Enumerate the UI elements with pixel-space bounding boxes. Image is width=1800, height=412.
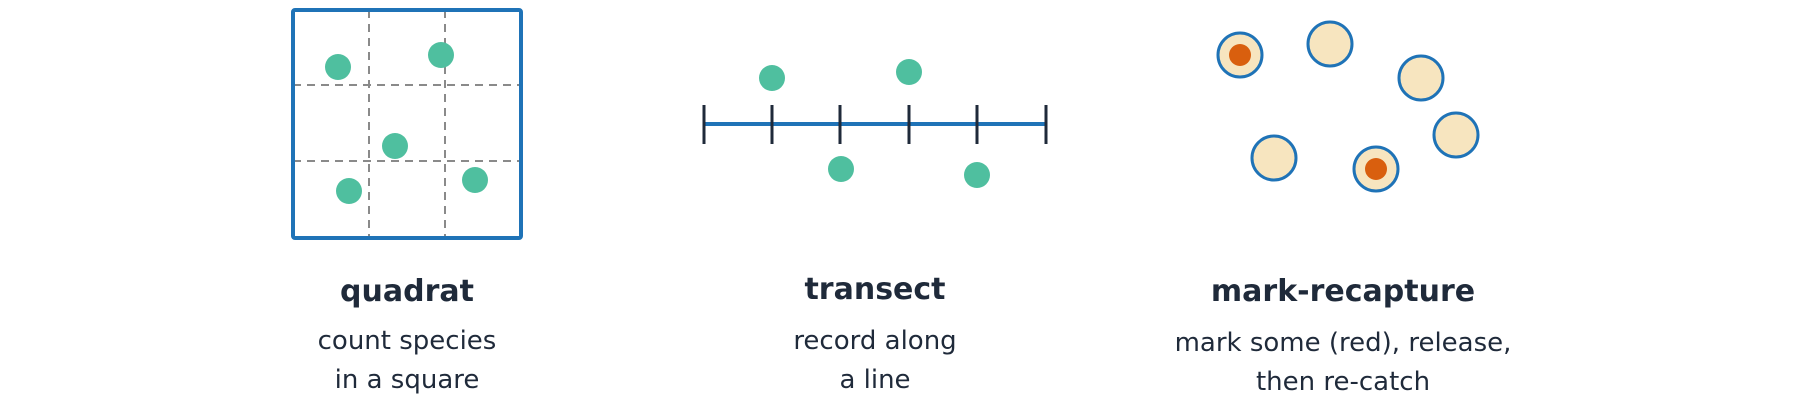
mark-recapture-panel: mark-recapture mark some (red), release,… [1175, 20, 1512, 397]
transect-caption-line: record along [793, 326, 956, 356]
individual-unmarked [1397, 54, 1445, 102]
quadrat-organism [382, 133, 408, 159]
quadrat-organism [462, 167, 488, 193]
transect-panel: transect record along a line [702, 59, 1048, 395]
transect-organism [759, 65, 785, 91]
mark-dot [1229, 44, 1251, 66]
quadrat-caption-line: in a square [335, 365, 480, 395]
individual-unmarked [1250, 134, 1298, 182]
quadrat-organism [325, 54, 351, 80]
quadrat-grid-icon [291, 8, 523, 240]
transect-organism [964, 162, 990, 188]
quadrat-panel: quadrat count species in a square [291, 8, 523, 395]
mark-recapture-title: mark-recapture [1211, 274, 1475, 309]
quadrat-title: quadrat [340, 274, 474, 309]
transect-caption-line: a line [839, 365, 910, 395]
quadrat-caption-line: count species [318, 326, 497, 356]
individual-unmarked [1432, 111, 1480, 159]
mark-dot [1365, 158, 1387, 180]
quadrat-organism [336, 178, 362, 204]
individual-unmarked [1306, 20, 1354, 68]
transect-organism [896, 59, 922, 85]
mark-recapture-caption-line: mark some (red), release, [1175, 328, 1512, 358]
quadrat-frame [291, 8, 523, 240]
mark-recapture-caption-line: then re-catch [1256, 367, 1430, 397]
quadrat-organism [428, 42, 454, 68]
transect-line-icon [702, 59, 1048, 188]
mark-recapture-icon [1216, 20, 1480, 193]
transect-organism [828, 156, 854, 182]
transect-title: transect [804, 272, 945, 307]
